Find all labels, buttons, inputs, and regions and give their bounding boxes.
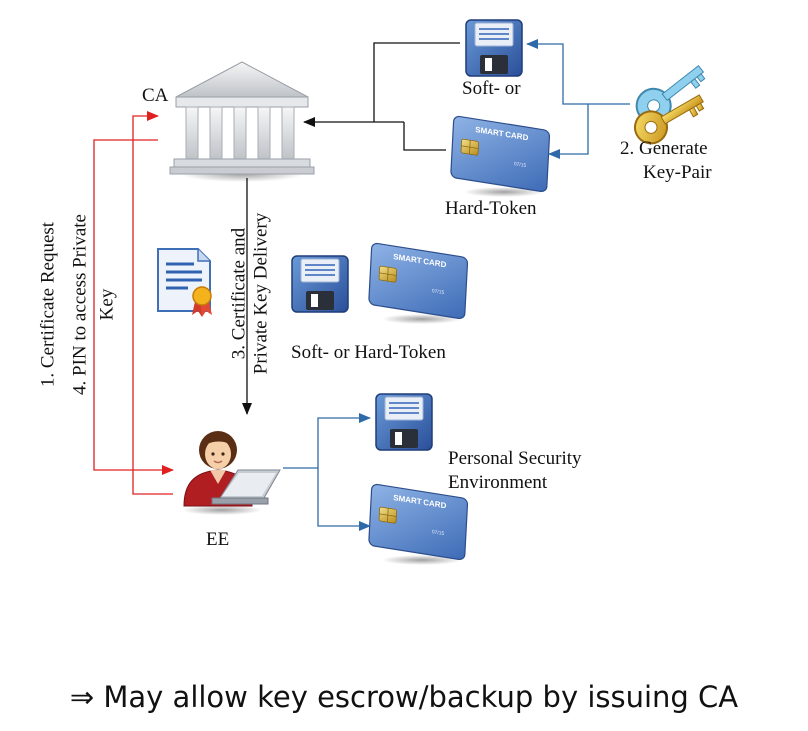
generate-keypair-label-line2: Key-Pair — [643, 162, 712, 183]
soft-token-label: Soft- or — [462, 78, 521, 99]
pin-access-label: 4. PIN to access Private — [69, 214, 91, 395]
footer-note: ⇒ May allow key escrow/backup by issuing… — [0, 680, 808, 714]
pse-label-line1: Personal Security — [448, 448, 582, 469]
request-pin-arrow — [93, 111, 174, 495]
generate-keypair-label-line1: 2. Generate — [620, 138, 708, 159]
ca-label: CA — [142, 85, 169, 106]
smart-card-icon — [450, 115, 551, 198]
floppy-disk-icon — [375, 393, 433, 451]
smart-card-icon — [368, 242, 469, 325]
keypair-to-tokens-arrow — [526, 39, 630, 159]
footer-text: May allow key escrow/backup by issuing C… — [103, 680, 739, 714]
floppy-disk-icon — [291, 255, 349, 313]
user-with-laptop-icon — [182, 431, 281, 515]
delivery-label-line1: 3. Certificate and — [228, 227, 250, 360]
pse-label-line2: Environment — [448, 472, 548, 493]
ee-to-pse-arrow — [283, 413, 371, 531]
certificate-icon — [157, 248, 212, 317]
pin-access-label-key: Key — [96, 288, 118, 321]
floppy-disk-icon — [465, 19, 523, 77]
tokens-to-ca-arrow — [303, 42, 460, 151]
implies-arrow: ⇒ — [69, 680, 95, 714]
bank-icon — [169, 61, 315, 182]
certificate-request-label: 1. Certificate Request — [37, 221, 59, 388]
keys-icon — [634, 65, 706, 145]
soft-or-hard-token-label: Soft- or Hard-Token — [291, 342, 446, 363]
hard-token-label: Hard-Token — [445, 198, 537, 219]
ee-label: EE — [206, 529, 230, 550]
smart-card-icon — [368, 483, 469, 566]
delivery-label-line2: Private Key Delivery — [250, 212, 272, 375]
